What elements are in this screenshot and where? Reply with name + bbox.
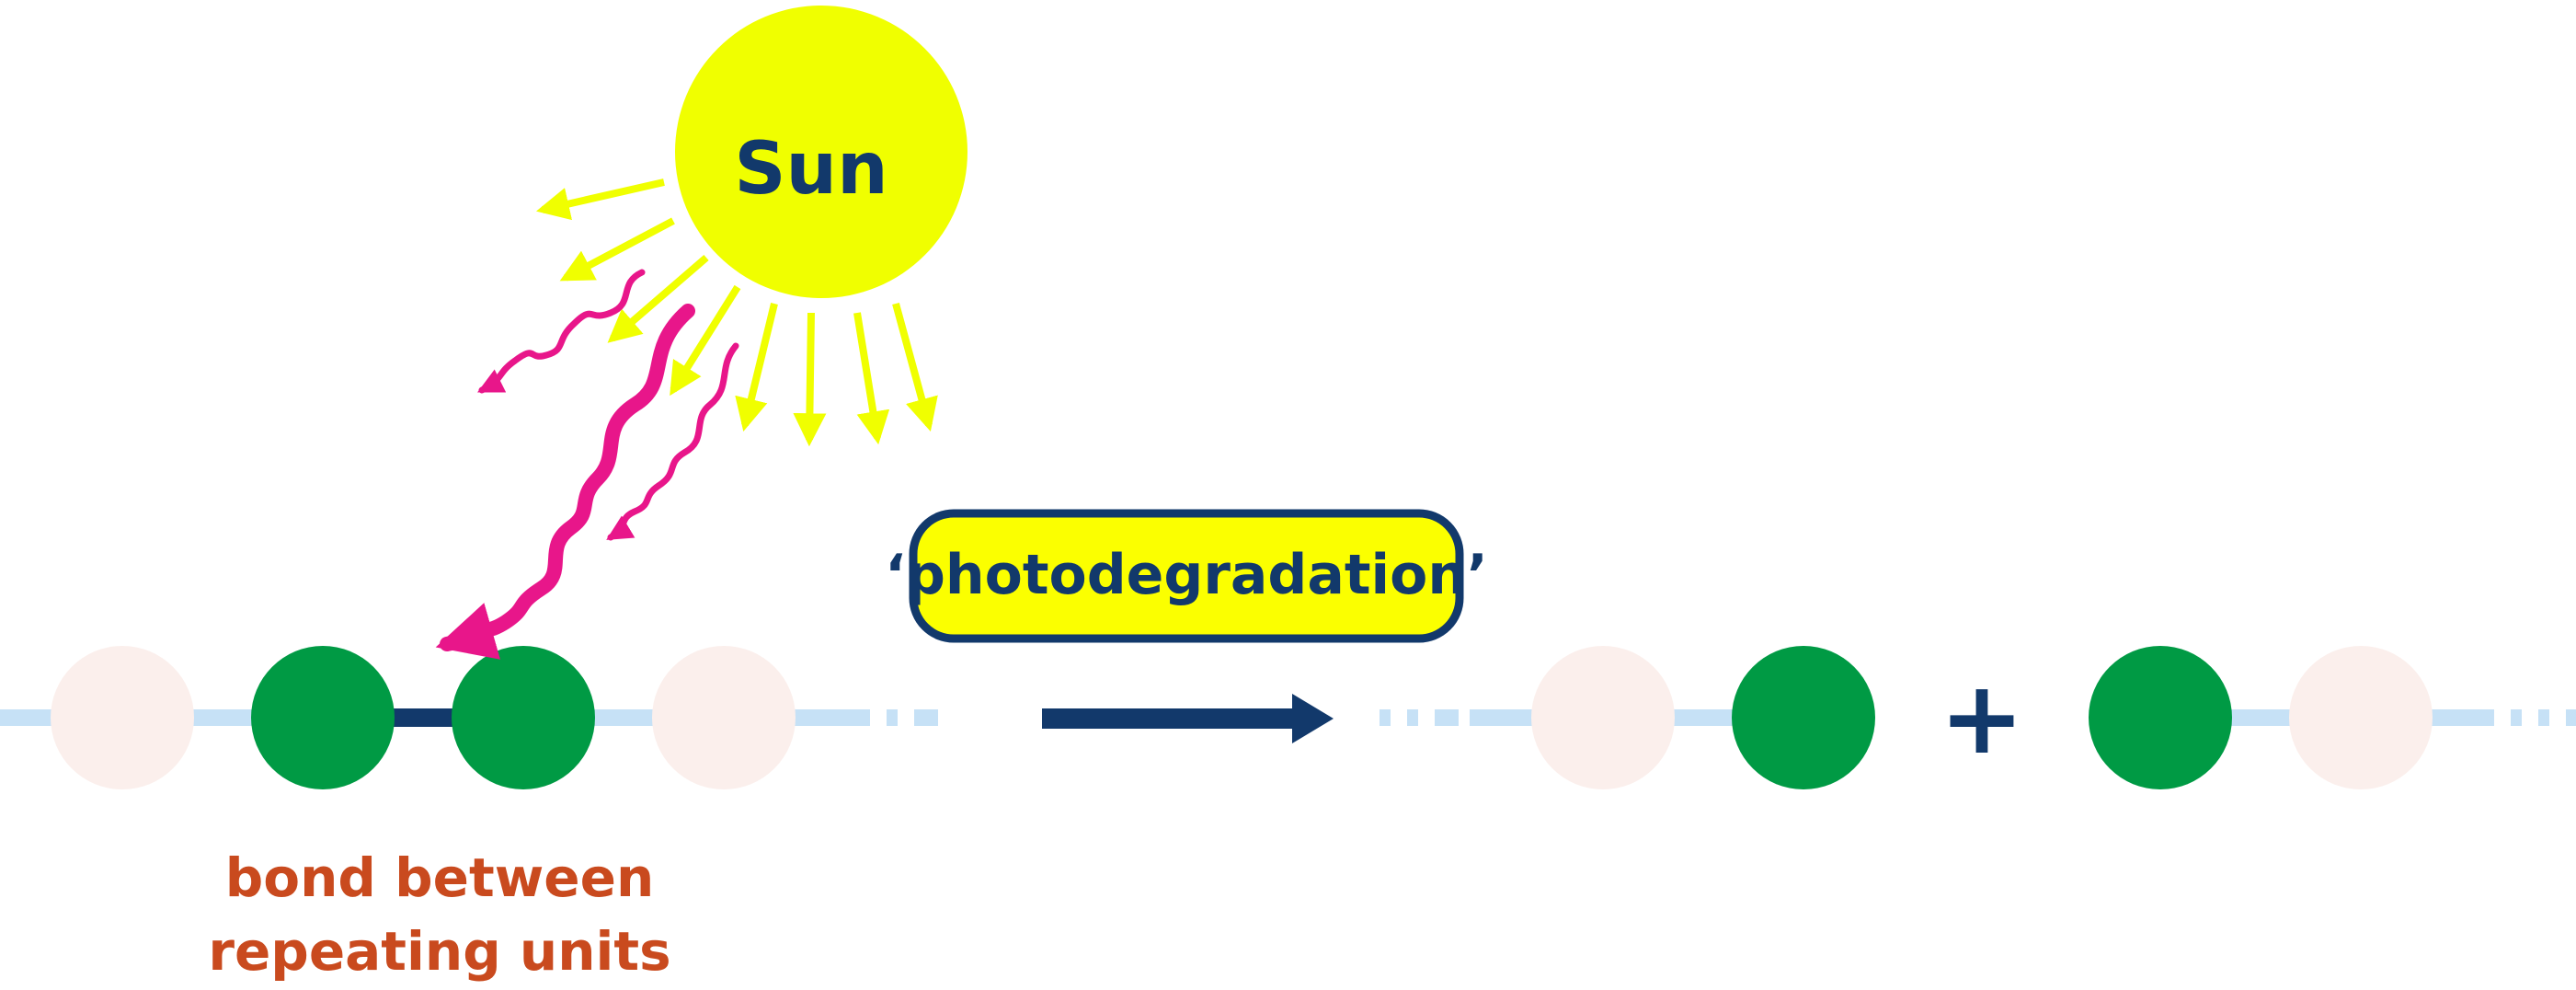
faded-unit xyxy=(2289,646,2433,789)
repeating-unit xyxy=(251,646,395,789)
sunlight-ray xyxy=(793,312,827,447)
uv-ray-small xyxy=(476,269,646,394)
process-label: ‘photodegradation’ xyxy=(885,543,1488,607)
reaction-arrow xyxy=(1042,694,1334,743)
bond-annotation: bond between repeating units xyxy=(208,846,670,983)
sunlight-ray xyxy=(559,217,675,282)
uv-ray-small xyxy=(606,342,739,541)
repeating-unit xyxy=(452,646,595,789)
faded-unit xyxy=(1531,646,1675,789)
sunlight-ray xyxy=(607,254,709,343)
repeating-unit xyxy=(2089,646,2232,789)
repeating-unit xyxy=(1732,646,1875,789)
uv-ray-large xyxy=(435,304,695,660)
sunlight-rays xyxy=(535,178,938,447)
sunlight-ray xyxy=(735,303,778,432)
process-label-box: ‘photodegradation’ xyxy=(885,509,1488,643)
sun-disc xyxy=(675,6,967,298)
sun-label: Sun xyxy=(734,128,887,211)
right-polymer-chain: + xyxy=(1380,646,2576,789)
faded-unit xyxy=(652,646,796,789)
faded-unit xyxy=(51,646,194,789)
bond-label-line-2: repeating units xyxy=(208,920,670,983)
sunlight-ray xyxy=(853,312,890,445)
bond-label-line-1: bond between xyxy=(225,846,655,909)
sun: Sun xyxy=(675,6,967,298)
left-polymer-chain xyxy=(0,646,938,789)
uv-radiation xyxy=(435,269,739,660)
sunlight-ray xyxy=(892,302,938,432)
sunlight-ray xyxy=(535,178,665,221)
sunlight-ray xyxy=(670,284,741,397)
plus-sign: + xyxy=(1940,659,2024,777)
